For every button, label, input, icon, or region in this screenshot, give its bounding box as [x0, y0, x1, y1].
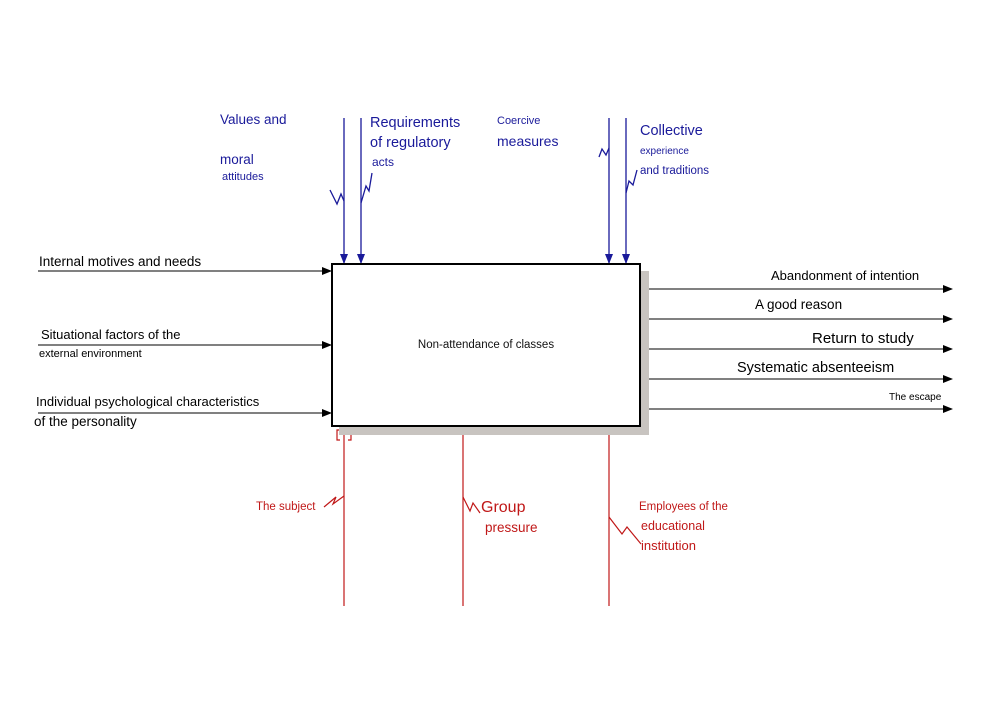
control-label-requirements-line2: of regulatory: [370, 135, 451, 151]
mechanism-label-group-line1: Group: [481, 499, 526, 516]
control-label-requirements-line1: Requirements: [370, 115, 461, 131]
input-label-psychological-line2: of the personality: [34, 414, 137, 429]
squiggle-values: [329, 189, 345, 206]
squiggle-requirements: [360, 172, 373, 204]
control-label-coercive-line1: Coercive: [497, 115, 541, 127]
bracket-mark: [336, 429, 352, 441]
squiggle-collective: [625, 169, 638, 194]
squiggle-coercive: [598, 147, 610, 158]
mechanism-label-group-line2: pressure: [485, 520, 538, 535]
squiggle-subject: [323, 495, 345, 508]
control-label-collective-line3: and traditions: [640, 165, 710, 177]
output-label-absenteeism: Systematic absenteeism: [737, 360, 895, 376]
control-label-values-line2: moral: [220, 152, 254, 167]
output-label-abandonment: Abandonment of intention: [771, 268, 920, 283]
squiggle-employees: [608, 516, 642, 545]
output-label-return: Return to study: [812, 330, 914, 347]
function-box: Non-attendance of classes: [331, 263, 641, 427]
mechanism-label-employees-line2: educational: [641, 519, 705, 533]
squiggle-group: [462, 496, 481, 514]
mechanism-label-employees-line3: institution: [641, 538, 696, 553]
input-label-situational-line2: external environment: [39, 348, 142, 360]
control-label-requirements-line3: acts: [372, 155, 395, 169]
input-label-motives: Internal motives and needs: [39, 254, 202, 269]
function-box-title: Non-attendance of classes: [417, 339, 555, 351]
control-label-coercive-line2: measures: [497, 133, 559, 149]
control-label-collective-line1: Collective: [640, 123, 703, 139]
control-label-values-line1: Values and: [220, 112, 287, 127]
input-label-psychological-line1: Individual psychological characteristics: [36, 394, 260, 409]
mechanism-label-subject: The subject: [256, 501, 316, 513]
input-label-situational-line1: Situational factors of the: [41, 327, 181, 342]
control-label-collective-line2: experience: [640, 146, 689, 157]
control-label-values-line3: attitudes: [222, 171, 264, 183]
output-label-escape: The escape: [889, 392, 942, 403]
output-label-good-reason: A good reason: [755, 297, 843, 312]
mechanism-label-employees-line1: Employees of the: [639, 501, 728, 513]
